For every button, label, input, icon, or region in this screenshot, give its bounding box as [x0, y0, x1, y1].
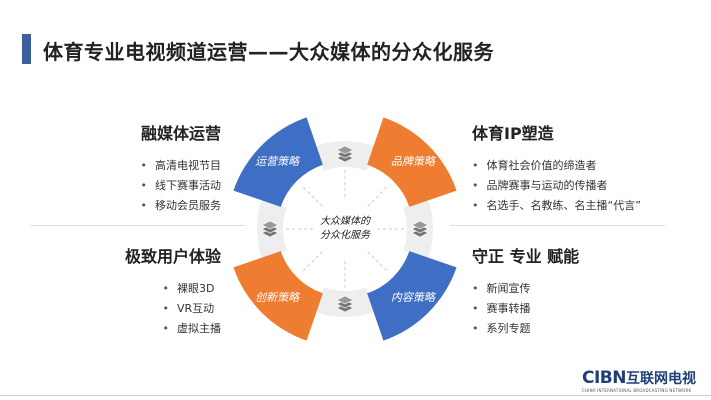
- connector-line: [367, 251, 390, 274]
- logo-cn: 互联网电视: [626, 371, 696, 387]
- strategy-label: 创新策略: [255, 291, 301, 304]
- layers-icon: [411, 220, 429, 230]
- divider-right: [450, 225, 665, 226]
- layers-icon: [336, 145, 354, 155]
- list-item: 高清电视节目: [141, 156, 221, 176]
- strategy-label: 运营策略: [255, 155, 301, 168]
- center-label-line2: 分众化服务: [320, 229, 371, 241]
- list-item: 裸眼3D: [163, 279, 222, 299]
- block-top-left: 融媒体运营 高清电视节目 线下赛事活动 移动会员服务: [121, 120, 221, 216]
- list-item: 系列专题: [472, 319, 579, 339]
- strategy-label: 品牌策略: [391, 155, 437, 168]
- list-item: 虚拟主播: [163, 319, 221, 339]
- layers-icon: [261, 220, 279, 230]
- strategy-label: 内容策略: [391, 291, 437, 304]
- strategy-segment: [233, 117, 323, 207]
- block-heading: 极致用户体验: [124, 247, 221, 266]
- list-item: 线下赛事活动: [141, 176, 221, 196]
- block-heading: 融媒体运营: [140, 124, 221, 143]
- list-item: 新闻宣传: [472, 279, 579, 299]
- strategy-segment: [367, 251, 457, 341]
- connector-line: [300, 184, 323, 207]
- list-item: 品牌赛事与运动的传播者: [472, 176, 641, 196]
- title-accent-bar: [22, 34, 31, 64]
- cibn-logo: CIBN互联网电视 CHINA INTERNATIONAL BROADCASTI…: [582, 368, 696, 393]
- logo-main: CIBN: [582, 368, 627, 388]
- divider-left: [30, 225, 245, 226]
- list-item: 赛事转播: [472, 299, 579, 319]
- layers-icon: [336, 295, 354, 305]
- footer-divider: [0, 395, 711, 396]
- block-heading: 守正 专业 赋能: [472, 247, 580, 266]
- center-label-line1: 大众媒体的: [320, 215, 371, 227]
- block-heading: 体育IP塑造: [472, 124, 554, 143]
- page-title: 体育专业电视频道运营——大众媒体的分众化服务: [43, 40, 494, 64]
- connector-line: [300, 251, 323, 274]
- list-item: VR互动: [163, 299, 222, 319]
- list-item: 体育社会价值的缔造者: [472, 156, 641, 176]
- block-top-right: 体育IP塑造 体育社会价值的缔造者 品牌赛事与运动的传播者 名选手、名教练、名主…: [472, 120, 641, 216]
- strategy-segment: [233, 251, 323, 341]
- block-bottom-right: 守正 专业 赋能 新闻宣传 赛事转播 系列专题: [472, 243, 579, 339]
- list-item: 移动会员服务: [141, 196, 221, 216]
- block-bottom-left: 极致用户体验 裸眼3D VR互动 虚拟主播: [113, 243, 222, 339]
- logo-sub: CHINA INTERNATIONAL BROADCASTING NETWORK: [582, 388, 692, 393]
- strategy-segment: [367, 117, 457, 207]
- list-item: 名选手、名教练、名主播“代言”: [472, 196, 641, 216]
- connector-line: [367, 184, 390, 207]
